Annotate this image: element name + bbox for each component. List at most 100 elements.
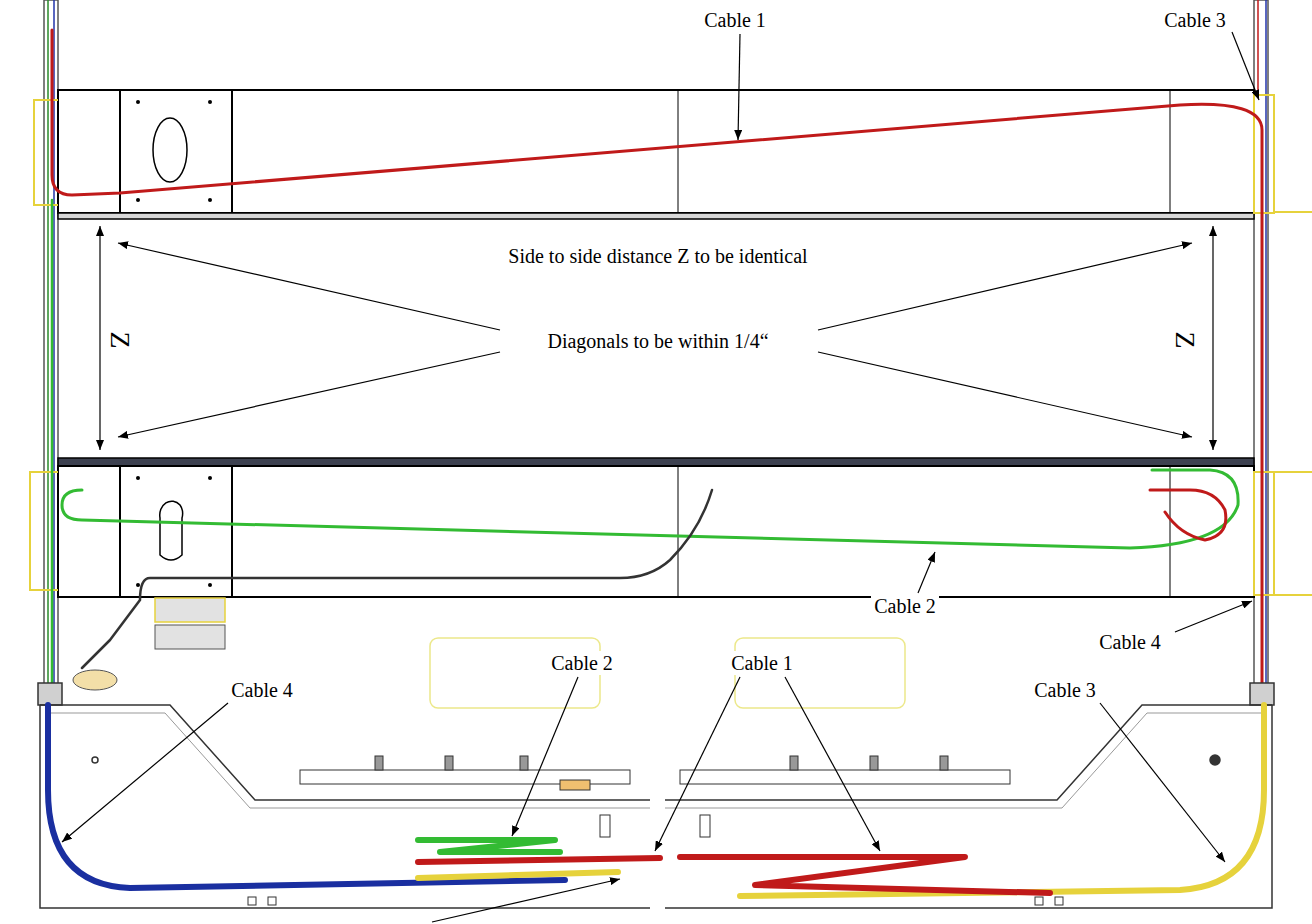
lower-panel bbox=[58, 458, 1254, 466]
callout-label: Cable 4 bbox=[228, 678, 296, 702]
top-panel bbox=[58, 90, 1254, 219]
leader-line bbox=[118, 243, 500, 330]
cable-plan bbox=[52, 30, 1262, 690]
end-view bbox=[40, 705, 650, 908]
mount-bracket bbox=[1254, 95, 1274, 213]
end-view bbox=[248, 897, 256, 905]
top-panel bbox=[58, 90, 1254, 213]
top-panel bbox=[231, 90, 233, 213]
top-panel bbox=[119, 90, 121, 213]
cable-end bbox=[740, 705, 1264, 896]
leader-line bbox=[512, 677, 578, 836]
post-wire bbox=[1265, 0, 1267, 690]
end-view bbox=[268, 897, 276, 905]
callout-label: Cable 3 bbox=[1031, 678, 1099, 702]
end-view bbox=[40, 705, 650, 800]
post-wire bbox=[48, 0, 1266, 690]
leader-line bbox=[118, 352, 500, 437]
end-view bbox=[1250, 683, 1274, 705]
lower-panel bbox=[208, 583, 212, 587]
leader-line bbox=[818, 243, 1192, 330]
callout-label: Cable 1 bbox=[701, 8, 769, 32]
mount-bracket bbox=[30, 472, 58, 590]
end-view bbox=[790, 756, 798, 770]
end-view bbox=[48, 713, 650, 808]
top-panel bbox=[136, 100, 140, 104]
outline-frame bbox=[430, 638, 905, 708]
cable-end bbox=[418, 872, 618, 878]
cable-plan bbox=[1150, 490, 1226, 540]
leader-line bbox=[655, 677, 740, 851]
top-panel bbox=[1170, 90, 1171, 213]
lower-panel bbox=[58, 458, 1254, 597]
end-view bbox=[445, 756, 453, 770]
end-view bbox=[560, 780, 590, 790]
callout-label: Cable 2 bbox=[548, 651, 616, 675]
end-view bbox=[375, 756, 383, 770]
leader-line bbox=[432, 879, 620, 922]
leader-line bbox=[1100, 703, 1225, 862]
end-view bbox=[38, 683, 62, 705]
post-wire bbox=[47, 0, 49, 690]
dimension-label: Z bbox=[105, 328, 135, 351]
callout-label: Side to side distance Z to be identical bbox=[505, 244, 810, 268]
leader-line bbox=[99, 226, 100, 450]
end-view bbox=[940, 756, 948, 770]
end-view bbox=[38, 683, 1274, 908]
callout-label: Cable 3 bbox=[1161, 8, 1229, 32]
cable-end bbox=[418, 840, 560, 852]
callout-label: Cable 2 bbox=[871, 594, 939, 618]
cable-end bbox=[418, 858, 660, 862]
end-view bbox=[1055, 897, 1063, 905]
end-view bbox=[520, 756, 528, 770]
mount-bracket bbox=[1274, 594, 1312, 596]
end-view bbox=[665, 713, 1264, 808]
cable-plan bbox=[62, 470, 1238, 548]
connector-box bbox=[155, 625, 225, 649]
frame-post bbox=[44, 0, 1268, 690]
callout-label: Cable 1 bbox=[728, 651, 796, 675]
callout-label: Cable 4 bbox=[1096, 630, 1164, 654]
connector-box bbox=[73, 598, 225, 690]
end-view bbox=[1210, 755, 1220, 765]
lower-panel bbox=[136, 583, 140, 587]
end-view bbox=[665, 705, 1272, 800]
leader-line bbox=[785, 677, 880, 851]
leader-line bbox=[62, 703, 228, 842]
leader-line bbox=[818, 352, 1192, 437]
end-view bbox=[700, 815, 710, 837]
lower-panel bbox=[160, 501, 183, 560]
top-panel bbox=[678, 90, 679, 213]
top-panel bbox=[208, 100, 212, 104]
top-panel bbox=[153, 118, 187, 182]
callout-label: Diagonals to be within 1/4“ bbox=[544, 329, 771, 353]
end-view bbox=[92, 757, 98, 763]
leader-line bbox=[1232, 32, 1259, 100]
post-wire bbox=[1257, 0, 1259, 95]
leader-line bbox=[1212, 226, 1213, 450]
dimension-label: Z bbox=[1170, 328, 1200, 351]
leader-line bbox=[1175, 601, 1252, 632]
end-view bbox=[600, 815, 610, 837]
connector-box bbox=[73, 670, 117, 690]
mount-bracket bbox=[1274, 211, 1312, 213]
cable-end bbox=[48, 705, 1264, 896]
end-view bbox=[1035, 897, 1043, 905]
mount-bracket bbox=[30, 95, 1312, 595]
lower-panel bbox=[208, 476, 212, 480]
connector-box bbox=[155, 598, 225, 622]
end-view bbox=[680, 770, 1010, 784]
top-panel bbox=[58, 213, 1254, 219]
cable-plan bbox=[51, 200, 54, 690]
end-view bbox=[870, 756, 878, 770]
lower-panel bbox=[136, 476, 140, 480]
leader-line bbox=[738, 34, 740, 140]
top-panel bbox=[208, 198, 212, 202]
leader-line bbox=[62, 32, 1259, 922]
top-panel bbox=[136, 198, 140, 202]
lower-panel bbox=[1170, 466, 1171, 597]
mount-bracket bbox=[1274, 471, 1312, 473]
lower-panel bbox=[678, 466, 679, 597]
